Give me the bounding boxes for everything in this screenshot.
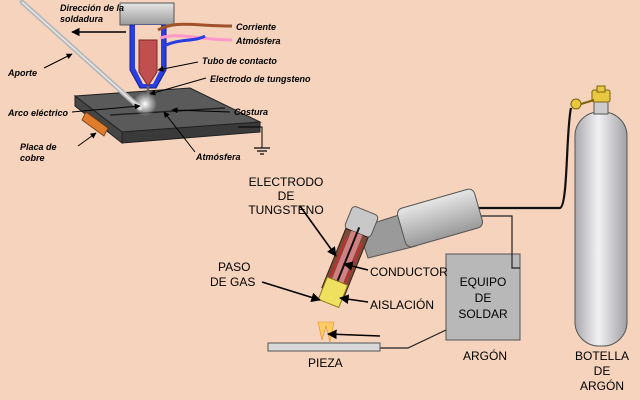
leader-gas bbox=[261, 281, 321, 303]
label-welder-3: SOLDAR bbox=[458, 307, 508, 321]
label-filler: Aporte bbox=[7, 68, 37, 78]
label-atmosphere-bottom: Atmósfera bbox=[195, 152, 241, 162]
label-bottle-3: ARGÓN bbox=[580, 378, 624, 393]
current-wire bbox=[157, 22, 233, 32]
regulator-knob bbox=[570, 98, 582, 110]
label-current: Corriente bbox=[236, 22, 276, 32]
seam-line bbox=[109, 107, 226, 116]
bottom-system-diagram: ELECTRODO DE TUNGSTENO PASO DE GAS CONDU… bbox=[210, 85, 629, 393]
label-gas-2: DE GAS bbox=[210, 275, 255, 289]
contact-tube bbox=[138, 39, 158, 87]
torch-cap bbox=[119, 2, 175, 26]
argon-hose bbox=[476, 107, 573, 210]
leader-arc bbox=[71, 103, 141, 113]
piece-cable bbox=[380, 329, 447, 349]
leader-contact-tube bbox=[157, 61, 199, 72]
label-direction-2: soldadura bbox=[60, 14, 103, 24]
workpiece-plate-side bbox=[74, 94, 123, 145]
label-welder-2: DE bbox=[475, 291, 492, 305]
workpiece bbox=[267, 342, 381, 352]
label-bottle-1: BOTELLA bbox=[575, 349, 629, 363]
label-conductor: CONDUCTOR bbox=[370, 265, 448, 279]
label-plate-1: Placa de bbox=[20, 142, 57, 152]
leader-electrode bbox=[149, 77, 207, 96]
label-direction-1: Dirección de la bbox=[60, 3, 124, 13]
leader-insulation bbox=[339, 294, 369, 304]
label-tungsten-electrode: Electrodo de tungsteno bbox=[210, 74, 311, 84]
atmosphere-wire bbox=[159, 34, 233, 42]
label-bottle-2: DE bbox=[594, 364, 611, 378]
gas-hose-blue bbox=[163, 34, 206, 48]
label-argon: ARGÓN bbox=[463, 348, 507, 363]
label-welder-1: EQUIPO bbox=[460, 275, 507, 289]
arc-flame bbox=[317, 321, 335, 343]
label-gas-1: PASO bbox=[218, 260, 250, 274]
label-piece: PIEZA bbox=[308, 356, 343, 370]
leader-electrode-bottom bbox=[299, 205, 337, 257]
leader-copper bbox=[77, 132, 97, 147]
label-seam: Costura bbox=[234, 107, 268, 117]
ground-icon bbox=[238, 126, 270, 155]
leader-conductor bbox=[343, 261, 369, 271]
welding-machine bbox=[445, 253, 521, 341]
label-insulation: AISLACIÓN bbox=[370, 297, 434, 312]
leader-piece bbox=[327, 329, 381, 340]
torch-handle bbox=[357, 188, 484, 259]
leader-filler bbox=[43, 53, 73, 69]
label-contact-tube: Tubo de contacto bbox=[202, 56, 277, 66]
label-plate-2: cobre bbox=[20, 153, 45, 163]
arc-glow bbox=[133, 92, 157, 116]
label-electrode-3: TUNGSTENO bbox=[248, 203, 323, 217]
machine-cable bbox=[476, 215, 520, 269]
label-atmosphere-top: Atmósfera bbox=[235, 36, 281, 46]
leader-atmosphere-bottom bbox=[163, 111, 196, 153]
label-arc: Arco eléctrico bbox=[7, 108, 69, 118]
label-electrode-2: DE bbox=[278, 189, 295, 203]
argon-bottle bbox=[570, 85, 628, 347]
copper-plate bbox=[81, 111, 109, 137]
label-electrode-1: ELECTRODO bbox=[249, 175, 324, 189]
top-torch-diagram: Dirección de la soldadura Corriente Atmó… bbox=[7, 0, 311, 163]
leader-seam bbox=[171, 107, 231, 114]
